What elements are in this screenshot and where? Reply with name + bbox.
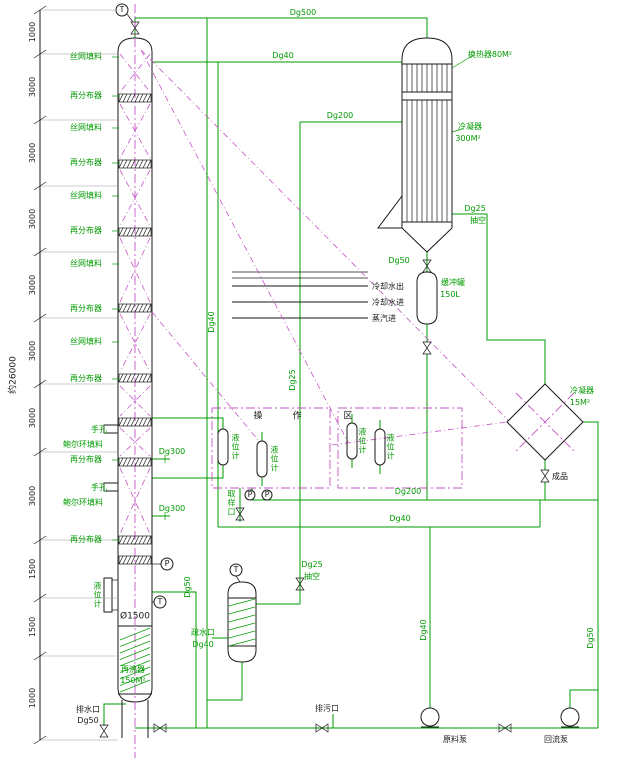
buffer-tank (416, 271, 438, 325)
feed-pump-symbol (420, 707, 440, 727)
operation-zone (211, 407, 463, 489)
pressure-gauge-1 (244, 489, 256, 501)
condenser (377, 37, 453, 253)
piping (103, 17, 599, 729)
preheater (227, 581, 257, 663)
temperature-indicator-column (153, 595, 167, 609)
instruments (115, 3, 273, 609)
distillation-column (103, 37, 153, 738)
instrument-lines (134, 4, 509, 758)
plate-condenser (506, 383, 584, 461)
handhole-nozzle-2 (103, 482, 119, 492)
pumps (420, 707, 580, 728)
temperature-indicator-preheater (229, 563, 243, 577)
pressure-gauge-2 (261, 489, 273, 501)
reflux-pump-symbol (560, 707, 580, 727)
handhole-nozzle-1 (103, 424, 119, 434)
utility-lines (232, 271, 368, 319)
pressure-indicator-column (160, 557, 174, 571)
column-level-gauge (103, 577, 113, 613)
